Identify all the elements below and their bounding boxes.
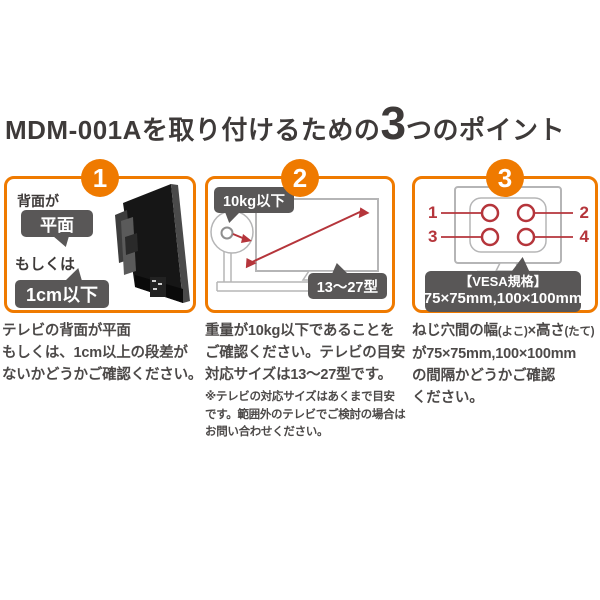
gauge-hub (220, 226, 234, 240)
tv-weight-size-illustration (210, 198, 386, 292)
desc1-line3: ないかどうかご確認ください。 (2, 367, 203, 383)
weight-bubble: 10kg以下 (214, 187, 295, 213)
screw-hole-2 (516, 203, 536, 223)
title-post: つのポイント (406, 115, 566, 145)
hole-number-1: 1 (428, 203, 438, 222)
screw-hole-4 (516, 227, 536, 247)
flat-bubble-tail (53, 236, 69, 247)
port-dot (152, 280, 156, 282)
title-big-number: 3 (380, 97, 407, 149)
vesa-plate-outline (469, 197, 547, 253)
desc3-line2: が75×75mm,100×100mm (412, 346, 577, 362)
title-model: MDM-001A (5, 115, 142, 145)
mount-arm (125, 233, 138, 255)
desc1-line2: もしくは、1cm以上の段差が (2, 345, 188, 361)
diagonal-size-arrow (249, 210, 363, 264)
gauge-needle-tip (241, 234, 252, 243)
vesa-sizes-label: 75×75mm,100×100mm (423, 290, 583, 308)
panel1-number-badge: 1 (81, 159, 119, 197)
hole-number-3: 3 (428, 227, 438, 246)
desc3-line1: ねじ穴間の幅(よこ)×高さ(たて) (412, 320, 600, 343)
panel-flat-back: 1 背面が 平面 もしくは 1cm以下 (4, 159, 196, 313)
weight-bubble-tail (225, 212, 240, 223)
desc2-line3: 対応サイズは13〜27型です。 (205, 367, 392, 383)
desc3-part-height: ×高さ (527, 323, 565, 339)
screw-hole-1 (480, 203, 500, 223)
port-dot (158, 283, 162, 285)
size-bubble: 13〜27型 (307, 273, 387, 299)
vesa-bubble: 【VESA規格】 75×75mm,100×100mm (423, 271, 583, 312)
arrowhead-bottom (245, 257, 257, 269)
arrowhead-top (358, 207, 370, 219)
note-line1: ※テレビの対応サイズはあくまで目安 (205, 391, 395, 403)
size-bubble-tail (332, 263, 348, 274)
desc3-part-width: ねじ穴間の幅 (412, 323, 498, 339)
screw-hole-3 (480, 227, 500, 247)
tv-slab (123, 184, 183, 303)
desc2-line1: 重量が10kg以下であることを (205, 323, 395, 339)
or-label: もしくは (15, 256, 76, 273)
title-mid: を取り付けるための (141, 115, 381, 145)
description-panel1: テレビの背面が平面 もしくは、1cm以上の段差が ないかどうかご確認ください。 (2, 320, 204, 386)
tv-side-photo (115, 184, 190, 303)
desc3-line3: の間隔かどうかご確認 (412, 368, 555, 384)
panel-weight-size: 2 10kg以下 13〜27型 (205, 159, 395, 313)
panel-vesa-holes: 3 1 2 3 4 【VESA規格】 75×75mm,100×100mm (412, 159, 598, 313)
step-bubble: 1cm以下 (15, 280, 109, 308)
tv-front-edge (171, 184, 190, 303)
note-line2: です。範囲外のテレビでご検討の場合は (205, 408, 406, 421)
vesa-standard-label: 【VESA規格】 (459, 274, 547, 289)
description-panel2: 重量が10kg以下であることを ご確認ください。テレビの目安 対応サイズは13〜… (205, 320, 409, 442)
port-dot (153, 288, 157, 290)
hole-number-4: 4 (579, 227, 589, 246)
vesa-hole-illustration (441, 186, 573, 274)
desc3-part-yoko: (よこ) (497, 326, 528, 338)
hole-number-2: 2 (579, 203, 589, 222)
flat-bubble: 平面 (21, 210, 93, 237)
panel2-number-badge: 2 (281, 159, 319, 197)
desc3-line4: ください。 (412, 390, 484, 406)
description-panel3: ねじ穴間の幅(よこ)×高さ(たて) が75×75mm,100×100mm の間隔… (412, 320, 600, 409)
desc2-line2: ご確認ください。テレビの目安 (205, 345, 406, 361)
back-label: 背面が (17, 193, 59, 209)
panel3-number-badge: 3 (486, 159, 524, 197)
note-line3: お問い合わせください。 (205, 426, 329, 438)
desc3-part-tate: (たて) (564, 326, 595, 338)
desc1-line1: テレビの背面が平面 (2, 323, 131, 339)
description-panel2-note: ※テレビの対応サイズはあくまで目安 です。範囲外のテレビでご検討の場合は お問い… (205, 389, 409, 442)
